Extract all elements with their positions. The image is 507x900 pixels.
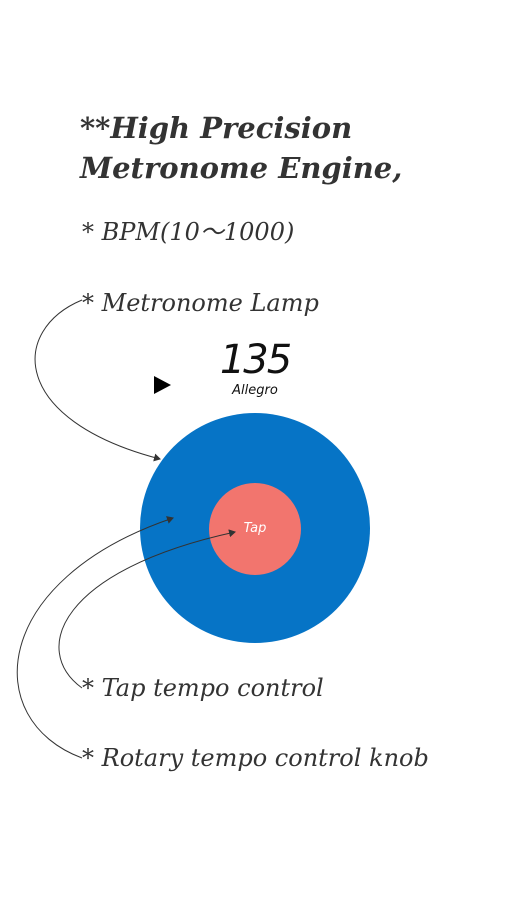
bpm-display: 135 [219, 337, 292, 383]
tap-label: Tap [243, 520, 267, 536]
page-heading: **High Precision Metronome Engine, [80, 108, 402, 188]
feature-rotary-knob: * Rotary tempo control knob [82, 744, 429, 772]
feature-bpm-range: * BPM(10〜1000) [82, 218, 295, 246]
play-button[interactable] [148, 371, 176, 399]
feature-metronome-lamp: * Metronome Lamp [82, 289, 319, 317]
tap-tempo-button[interactable]: Tap [209, 483, 301, 575]
feature-tap-tempo: * Tap tempo control [82, 674, 324, 702]
tempo-name-label: Allegro [232, 383, 278, 398]
lamp-arrow [34, 299, 161, 462]
heading-line-2: Metronome Engine, [80, 151, 403, 185]
heading-line-1: **High Precision [80, 111, 353, 145]
play-icon [154, 376, 171, 394]
